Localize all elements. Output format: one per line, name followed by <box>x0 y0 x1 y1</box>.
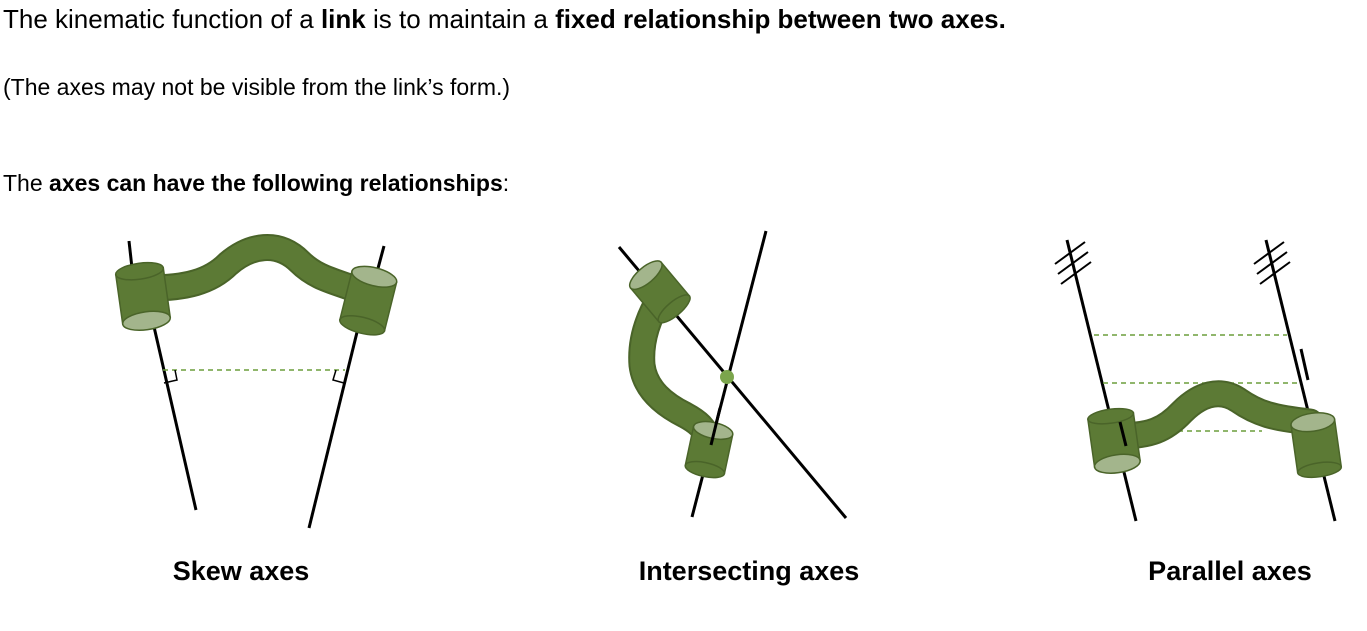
parallel-right-cylinder <box>1290 412 1343 479</box>
parallel-left-hatch-marks <box>1054 241 1092 285</box>
parallel-left-axis <box>1065 239 1138 522</box>
parallel-dashed-guides <box>1094 334 1300 432</box>
intersecting-axes-figure <box>617 230 848 519</box>
intro-bold-link: link <box>320 4 366 34</box>
parallel-right-hatch-marks <box>1253 241 1291 285</box>
intro-text-3c: : <box>502 170 510 196</box>
skew-left-axis <box>150 317 198 511</box>
parallel-link-arm-fill <box>1106 382 1322 448</box>
caption-skew-axes: Skew axes <box>172 556 310 586</box>
skew-left-axis-top <box>127 240 134 269</box>
parallel-right-axis <box>1264 239 1337 522</box>
skew-right-cylinder <box>338 265 398 336</box>
intersecting-axis-b-over <box>709 407 722 446</box>
skew-left-right-angle <box>163 369 178 384</box>
parallel-distance-tick <box>1299 348 1310 381</box>
parallel-left-cylinder <box>1087 407 1141 474</box>
intro-bold-relationship: fixed relationship between two axes. <box>555 4 1006 34</box>
intro-line-1: The kinematic function of a link is to m… <box>3 4 1006 35</box>
intro-line-3: The axes can have the following relation… <box>3 170 509 197</box>
intersecting-link-arm-fill <box>630 286 720 452</box>
intro-text-3a: The <box>3 170 50 196</box>
skew-link-arm-fill <box>138 236 374 304</box>
intro-text-1a: The kinematic function of a <box>3 4 321 34</box>
skew-left-cylinder <box>114 261 172 332</box>
intro-bold-axes: axes can have the following relationship… <box>49 170 503 196</box>
skew-right-right-angle <box>332 369 345 384</box>
intro-text-1c: is to maintain a <box>365 4 556 34</box>
skew-right-axis <box>307 319 362 529</box>
intersecting-upper-cylinder <box>628 260 691 324</box>
parallel-axes-figure <box>1054 239 1343 522</box>
skew-right-axis-top <box>375 245 386 273</box>
intro-line-2: (The axes may not be visible from the li… <box>3 74 511 100</box>
intersection-point <box>720 370 734 384</box>
parallel-left-axis-over <box>1118 421 1128 447</box>
caption-parallel-axes: Parallel axes <box>1148 556 1312 586</box>
skew-axes-figure <box>114 234 398 529</box>
caption-intersecting-axes: Intersecting axes <box>638 556 860 586</box>
